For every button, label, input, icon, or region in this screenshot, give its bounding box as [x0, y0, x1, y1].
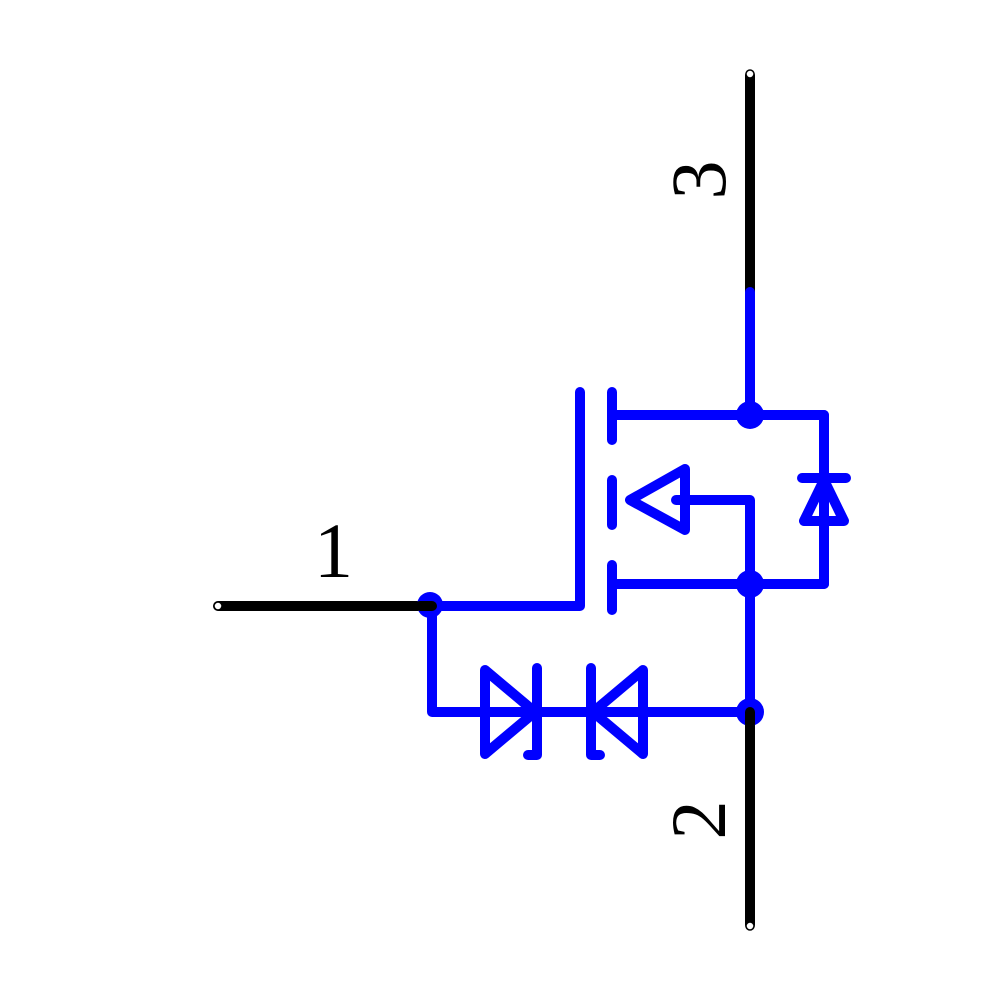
junction-drain — [736, 401, 764, 429]
pin-1-label: 1 — [314, 507, 353, 594]
pin2-end-marker — [745, 921, 755, 931]
zener-diode-2-cathode — [586, 663, 605, 760]
pin-2-label: 2 — [655, 800, 742, 840]
mosfet-symbol — [427, 287, 851, 760]
pin3-end-marker — [745, 69, 755, 79]
zener-diode-1-cathode — [523, 663, 542, 760]
body-diode-icon — [799, 475, 849, 526]
zener-diode-1-icon — [480, 665, 540, 759]
pin-3-label: 3 — [655, 160, 742, 200]
junction-source-body — [736, 570, 764, 598]
gate-wire — [427, 387, 585, 611]
pin1-end-marker — [213, 601, 223, 611]
zener-diode-2-icon — [588, 665, 648, 759]
